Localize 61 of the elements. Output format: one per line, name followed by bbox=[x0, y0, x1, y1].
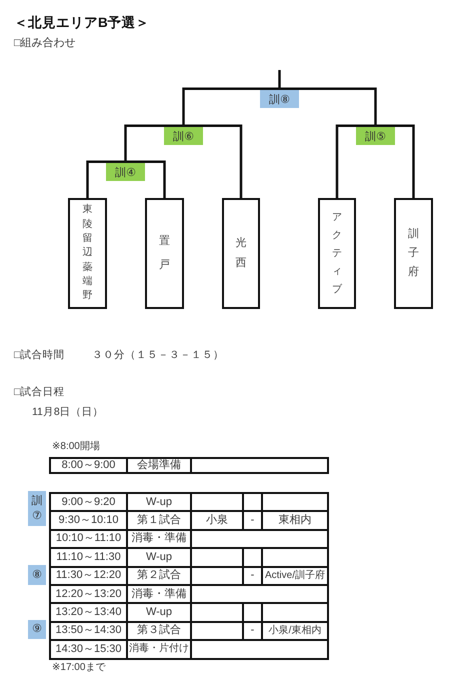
versus-cell: - bbox=[243, 511, 262, 530]
time-cell: 9:30～10:10 bbox=[50, 511, 127, 530]
section-heading: □試合日程 bbox=[14, 386, 64, 398]
bracket-line bbox=[124, 160, 166, 198]
match-label: 訓⑤ bbox=[356, 127, 395, 145]
match-label: 訓④ bbox=[106, 163, 145, 181]
match-number-tag: 訓⑦ bbox=[28, 491, 46, 526]
bracket-line bbox=[182, 124, 242, 198]
activity-cell: W-up bbox=[127, 548, 191, 567]
duration-text: ３０分（１５－３－１５） bbox=[92, 348, 224, 362]
team-box bbox=[145, 198, 184, 309]
team-cell: 小泉/東相内 bbox=[262, 622, 328, 640]
time-cell: 13:50～14:30 bbox=[50, 622, 127, 640]
time-cell: 14:30～15:30 bbox=[50, 640, 127, 659]
bracket-line bbox=[336, 124, 377, 198]
time-cell: 9:00～9:20 bbox=[50, 493, 127, 512]
time-cell: 13:20～13:40 bbox=[50, 603, 127, 622]
time-cell: 8:00～9:00 bbox=[50, 458, 127, 473]
activity-cell: W-up bbox=[127, 493, 191, 512]
bracket-line bbox=[86, 160, 127, 198]
activity-cell: 消毒・準備 bbox=[127, 530, 191, 548]
team-name: 東陵留辺蘂端野 bbox=[82, 203, 92, 304]
team-box bbox=[394, 198, 433, 309]
bracket-line bbox=[278, 88, 377, 127]
activity-cell: 消毒・片付け bbox=[127, 640, 191, 659]
activity-cell: 第２試合 bbox=[127, 566, 191, 585]
match-number-tag: ⑧ bbox=[28, 565, 46, 585]
bracket-line bbox=[124, 124, 185, 163]
team-box bbox=[222, 198, 260, 309]
page-title: ＜北見エリアB予選＞ bbox=[14, 15, 150, 32]
date-text: 11月8日（日） bbox=[32, 406, 104, 418]
time-cell: 12:20～13:20 bbox=[50, 584, 127, 604]
team-name: 光西 bbox=[236, 236, 246, 270]
match-label: 訓⑧ bbox=[260, 90, 299, 108]
note-text: ※17:00まで bbox=[52, 662, 106, 674]
activity-cell: W-up bbox=[127, 603, 191, 622]
bracket-line bbox=[182, 88, 281, 127]
time-cell: 11:10～11:30 bbox=[50, 548, 127, 567]
versus-cell: - bbox=[243, 566, 262, 585]
section-heading: □試合時間 bbox=[14, 348, 64, 362]
team-box bbox=[68, 198, 107, 309]
section-heading: □組み合わせ bbox=[14, 36, 76, 50]
match-number-tag: ⑨ bbox=[28, 620, 46, 639]
bracket-line bbox=[374, 124, 415, 198]
versus-cell: - bbox=[243, 622, 262, 640]
activity-cell: 消毒・準備 bbox=[127, 584, 191, 604]
time-cell: 10:10～11:10 bbox=[50, 530, 127, 548]
match-label: 訓⑥ bbox=[164, 127, 203, 145]
note-text: ※8:00開場 bbox=[52, 441, 100, 453]
activity-cell: 第３試合 bbox=[127, 622, 191, 640]
team-name: 訓子府 bbox=[408, 226, 419, 280]
team-cell: 東相内 bbox=[262, 511, 328, 530]
team-cell: 小泉 bbox=[191, 511, 243, 530]
team-box bbox=[318, 198, 356, 309]
activity-cell: 会場準備 bbox=[127, 458, 191, 473]
bracket-line bbox=[278, 70, 281, 90]
time-cell: 11:30～12:20 bbox=[50, 566, 127, 585]
activity-cell: 第１試合 bbox=[127, 511, 191, 530]
team-name: アクティブ bbox=[332, 210, 342, 296]
team-cell: Active/訓子府 bbox=[262, 566, 328, 585]
team-name: 置戸 bbox=[159, 234, 170, 272]
